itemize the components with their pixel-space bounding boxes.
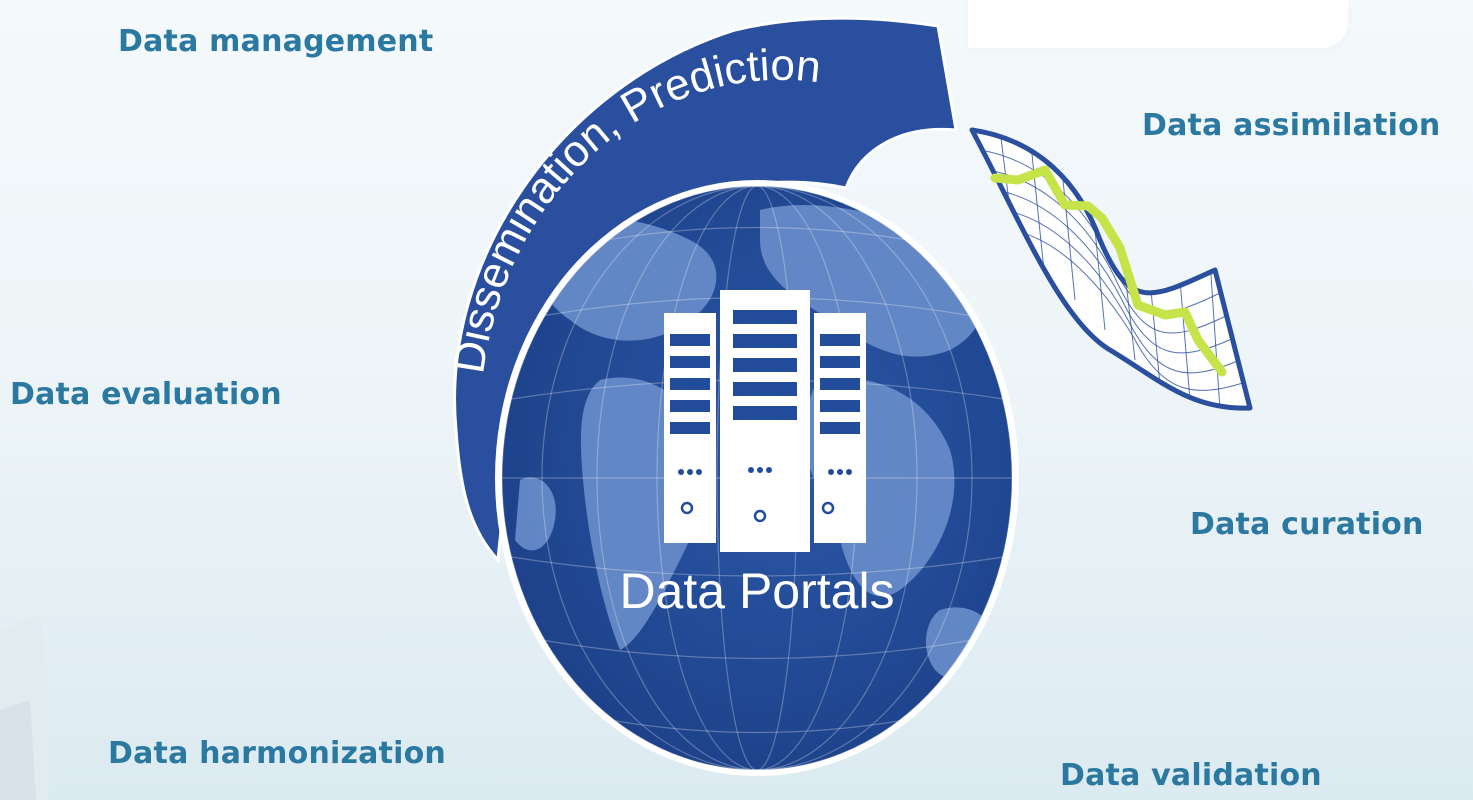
label-data-evaluation: Data evaluation bbox=[10, 377, 282, 412]
label-data-curation: Data curation bbox=[1190, 507, 1424, 542]
label-data-assimilation: Data assimilation bbox=[1142, 108, 1441, 143]
label-data-management: Data management bbox=[118, 24, 434, 59]
background-decoration bbox=[0, 615, 52, 800]
label-data-validation: Data validation bbox=[1060, 758, 1322, 793]
data-chart-icon bbox=[969, 127, 1253, 411]
label-data-harmonization: Data harmonization bbox=[108, 736, 446, 771]
server-icon bbox=[664, 290, 866, 552]
portal-title: Data Portals bbox=[619, 563, 894, 619]
background-card bbox=[968, 0, 1348, 48]
